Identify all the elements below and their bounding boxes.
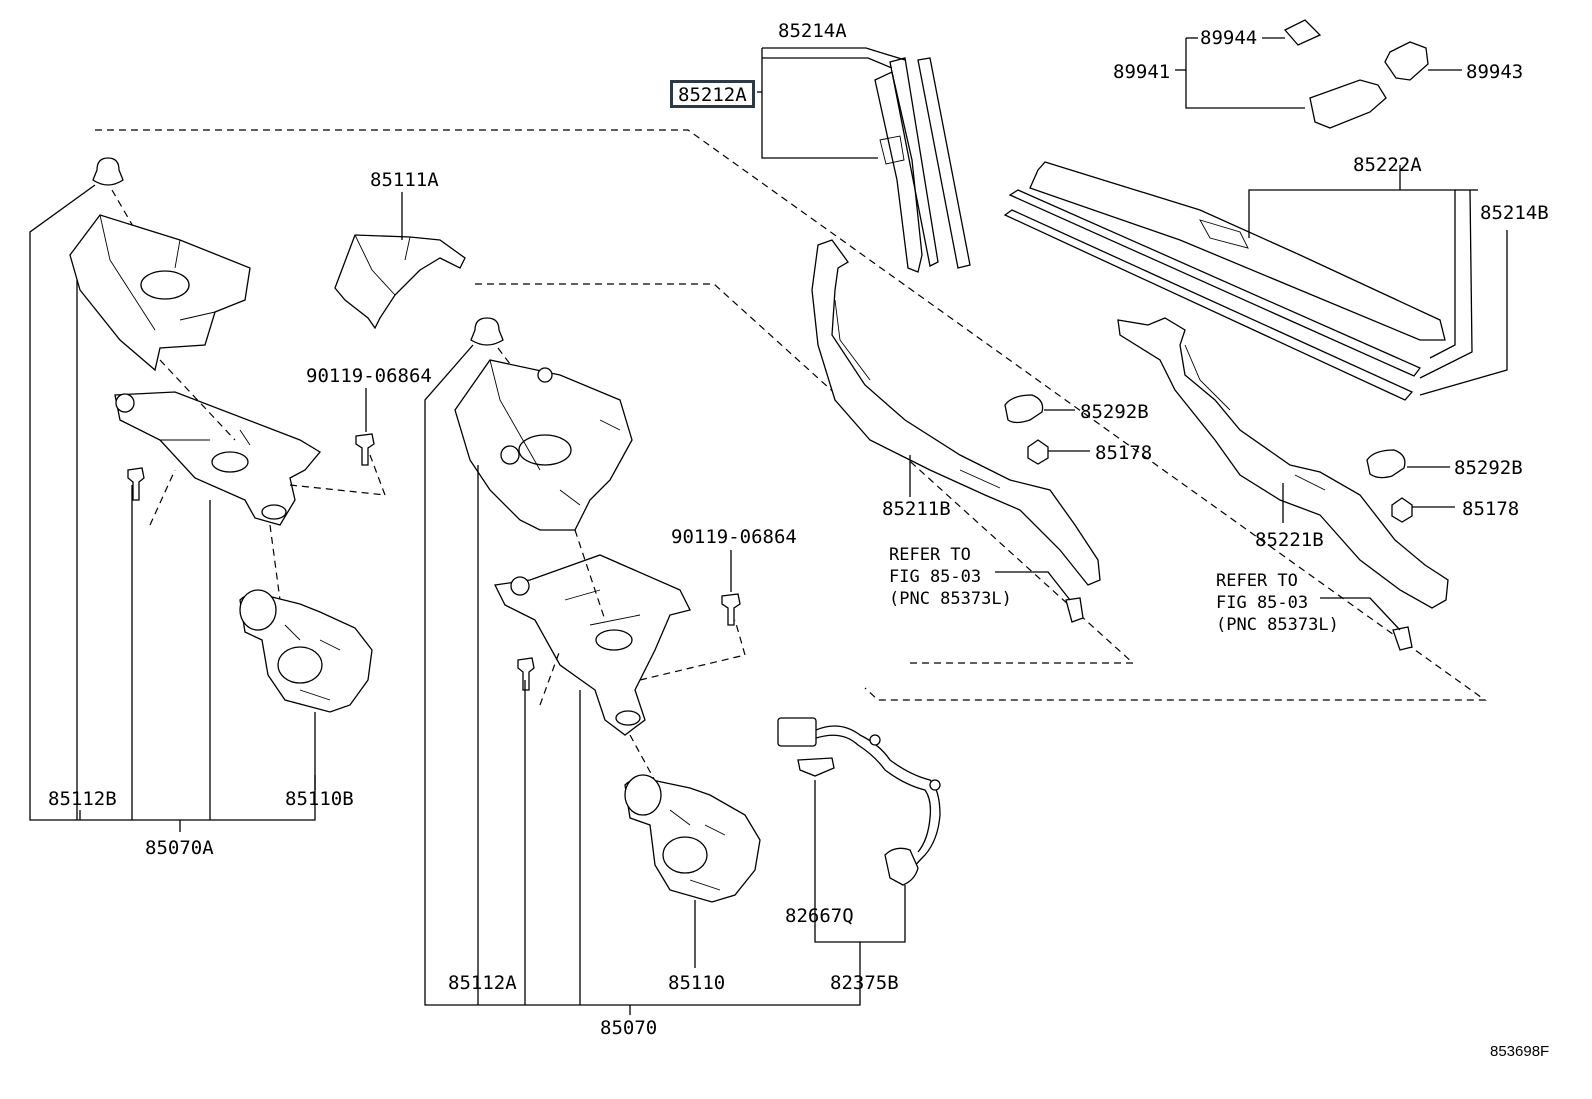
label-85221B: 85221B: [1255, 529, 1324, 551]
label-85222A: 85222A: [1353, 154, 1422, 176]
label-85178-a: 85178: [1095, 442, 1153, 464]
middle-bracket: [494, 554, 691, 736]
left-screw: [355, 433, 375, 466]
label-89943: 89943: [1466, 61, 1524, 83]
left-bolt: [127, 467, 145, 501]
refer-left-line-2: FIG 85-03: [889, 567, 982, 587]
arm-cap-a: [1004, 394, 1044, 424]
refer-right-line-1: REFER TO: [1216, 571, 1298, 591]
label-85112A: 85112A: [448, 972, 517, 994]
label-85292B-b: 85292B: [1454, 457, 1523, 479]
left-linkage-assembly: [69, 157, 386, 713]
refer-note-left: REFER TO FIG 85-03 (PNC 85373L): [889, 544, 1012, 610]
label-85112B: 85112B: [48, 788, 117, 810]
retainer-cap: [1309, 79, 1387, 129]
label-90119-06864-middle: 90119-06864: [671, 526, 797, 548]
label-90119-06864-left: 90119-06864: [306, 365, 432, 387]
left-grommet: [92, 157, 124, 186]
figure-id: 853698F: [1490, 1043, 1550, 1060]
middle-bolt: [517, 657, 535, 691]
label-82667Q: 82667Q: [785, 905, 854, 927]
label-89941: 89941: [1113, 61, 1171, 83]
wiper-arm-85221B: [1117, 317, 1455, 651]
refer-right-line-2: FIG 85-03: [1216, 593, 1309, 613]
assembly-boundaries: [95, 129, 1487, 701]
bracket-85111A: [334, 234, 466, 330]
arm-cap-b: [1366, 449, 1406, 479]
retainer-parts: [1175, 19, 1462, 129]
arm-nut-a: [1027, 439, 1049, 465]
middle-screw: [721, 593, 741, 626]
wire-harness: [777, 717, 941, 886]
refer-note-right: REFER TO FIG 85-03 (PNC 85373L): [1216, 570, 1339, 636]
middle-grommet: [470, 317, 504, 346]
label-85178-b: 85178: [1462, 498, 1520, 520]
label-85292B-a: 85292B: [1080, 401, 1149, 423]
refer-right-line-3: (PNC 85373L): [1216, 615, 1339, 635]
label-85214A: 85214A: [778, 20, 847, 42]
label-leaders: [79, 775, 316, 820]
label-85070: 85070: [600, 1017, 658, 1039]
label-85111A: 85111A: [370, 169, 439, 191]
label-85212A[interactable]: 85212A: [670, 80, 755, 108]
arm-nut-b: [1391, 497, 1413, 523]
wiper-arm-85211B: [811, 239, 1101, 623]
middle-linkage-assembly: [334, 192, 761, 903]
refer-left-line-1: REFER TO: [889, 545, 971, 565]
label-85211B: 85211B: [882, 498, 951, 520]
refer-left-line-3: (PNC 85373L): [889, 589, 1012, 609]
blade-85212A: [757, 47, 971, 273]
blade-85222A: [1003, 161, 1508, 401]
label-89944: 89944: [1200, 27, 1258, 49]
label-82375B: 82375B: [830, 972, 899, 994]
middle-assembly-leaders: [424, 344, 906, 1015]
label-85110B: 85110B: [285, 788, 354, 810]
retainer-clip: [1384, 41, 1429, 81]
label-85110: 85110: [668, 972, 726, 994]
label-85070A: 85070A: [145, 837, 214, 859]
label-85214B: 85214B: [1480, 202, 1549, 224]
